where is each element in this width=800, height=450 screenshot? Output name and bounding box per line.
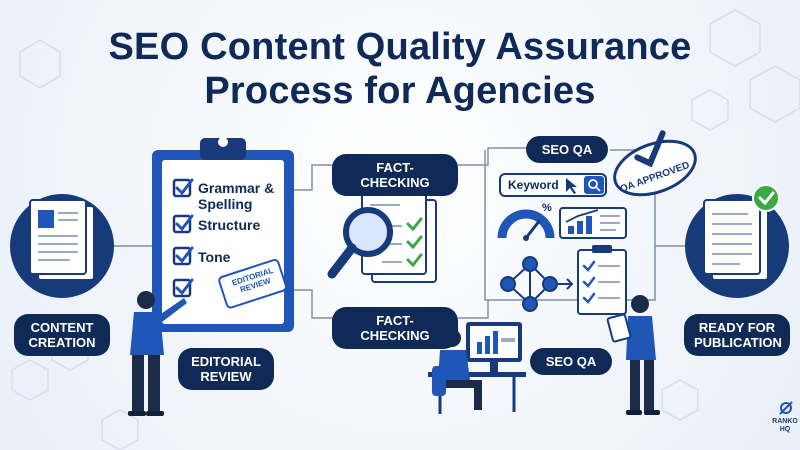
- qa-approved-stamp: [613, 130, 697, 197]
- keyword-search-box: [499, 173, 607, 197]
- brand-name: RANKO HQ: [770, 418, 800, 434]
- page-title-line-2: Process for Agencies: [204, 70, 596, 112]
- editorial-clipboard: [152, 137, 294, 332]
- speed-gauge-icon: [497, 209, 555, 241]
- reviewer-person: [128, 291, 187, 416]
- network-diagram-icon: [500, 256, 574, 312]
- percent-symbol: %: [542, 202, 552, 214]
- step-content-creation: CONTENT CREATION: [14, 314, 110, 356]
- step-seo-qa-bottom: SEO QA: [530, 348, 612, 375]
- content-creation-icon: [10, 194, 114, 298]
- page-title-line-1: SEO Content Quality Assurance: [108, 26, 692, 68]
- seo-checklist-icon: [577, 245, 627, 315]
- checklist-item-grammar: Grammar & Spelling: [198, 180, 275, 212]
- fact-checking-icon: [327, 191, 437, 283]
- keyword-text: Keyword: [508, 178, 559, 192]
- qa-person: [606, 295, 660, 415]
- step-fact-checking-top: FACT-CHECKING: [332, 154, 458, 196]
- brand-logo-icon: [779, 401, 793, 415]
- publication-icon: [685, 184, 789, 298]
- step-ready-for-publication: READY FOR PUBLICATION: [684, 314, 790, 356]
- brand-line-2: HQ: [779, 426, 791, 433]
- checklist-item-tone: Tone: [198, 249, 231, 265]
- step-seo-qa-top: SEO QA: [526, 136, 608, 163]
- checklist-item-structure: Structure: [198, 217, 261, 233]
- brand-line-1: RANKO: [772, 418, 798, 425]
- step-fact-checking-bottom: FACT-CHECKING: [332, 307, 458, 349]
- step-editorial-review: EDITORIAL REVIEW: [178, 348, 274, 390]
- analytics-chart-icon: [559, 207, 627, 239]
